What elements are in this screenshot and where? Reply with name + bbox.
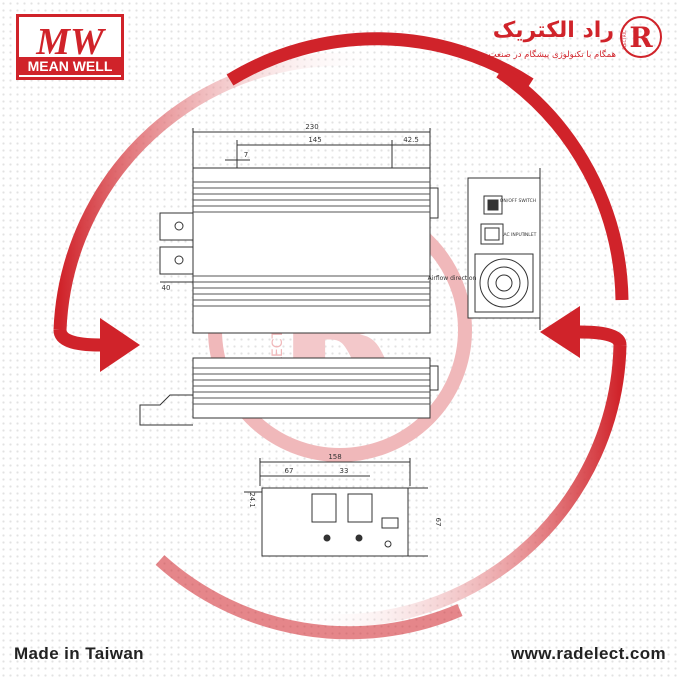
rad-electric-slogan: همگام با تکنولوژی پیشگام در صنعت — [488, 50, 616, 60]
arrow-left-tail — [53, 328, 101, 352]
label-onoff: ON/OFF SWITCH — [500, 198, 536, 204]
dim-top-small: 7 — [244, 151, 248, 159]
arc-top-left — [53, 52, 381, 331]
rad-electric-name: راد الکتریک — [492, 18, 614, 43]
label-airflow: Airflow direction — [428, 275, 477, 282]
arrow-right-tail — [579, 325, 627, 347]
svg-text:R: R — [629, 21, 653, 54]
dim-top-mid: 145 — [308, 136, 321, 144]
dim-left-small: 40 — [162, 284, 171, 292]
arrow-left-head — [540, 306, 580, 358]
mean-well-logo: MW MEAN WELL — [16, 14, 124, 80]
mean-well-wordmark: MEAN WELL — [19, 57, 121, 75]
arrow-right-head — [100, 318, 140, 372]
mean-well-mark: MW — [35, 21, 107, 60]
dim-bottom-side: 24.1 — [248, 492, 256, 508]
label-acinput: AC INPUT — [503, 232, 524, 238]
made-in-label: Made in Taiwan — [14, 644, 144, 663]
rad-electric-seal-icon: R ELECTRIC — [620, 16, 662, 58]
rad-electric-brand: راد الکتریک همگام با تکنولوژی پیشگام در … — [464, 12, 664, 72]
website-link[interactable]: www.radelect.com — [510, 644, 666, 663]
arc-bottom-right — [299, 344, 627, 628]
dim-bottom-total: 158 — [328, 453, 341, 461]
arc-right-top — [496, 66, 629, 301]
arc-top — [226, 32, 534, 90]
dim-bottom-b: 33 — [340, 467, 349, 475]
dim-top-right: 42.5 — [403, 136, 419, 144]
dim-bottom-height: 67 — [434, 518, 442, 527]
svg-text:MW: MW — [35, 21, 107, 60]
label-inlet: INLET — [524, 232, 537, 238]
dim-bottom-a: 67 — [285, 467, 294, 475]
svg-text:ELECTRIC: ELECTRIC — [622, 30, 627, 49]
dim-top-total: 230 — [305, 123, 318, 131]
arc-bottom — [155, 555, 463, 640]
